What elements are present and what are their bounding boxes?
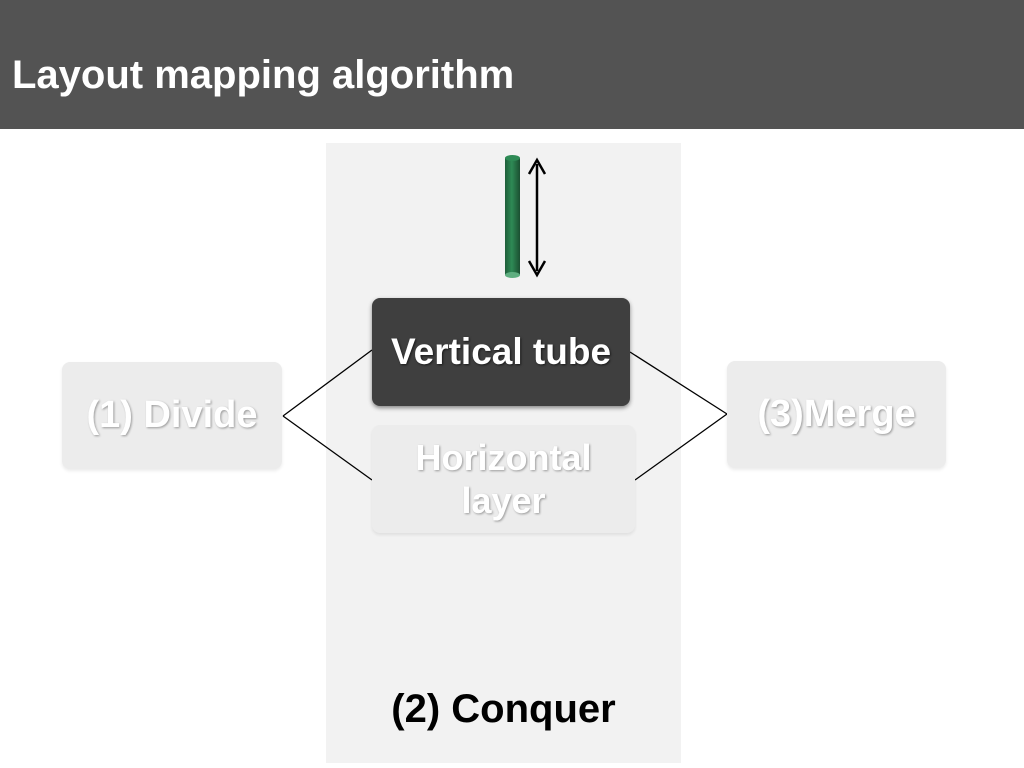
vertical-tube-box: Vertical tube: [372, 298, 630, 406]
vertical-tube-icon: [505, 155, 547, 278]
double-arrow-icon: [527, 157, 547, 278]
divide-step-box: (1) Divide: [62, 362, 282, 469]
merge-step-box: (3)Merge: [727, 361, 946, 468]
horizontal-layer-label: Horizontal layer: [415, 436, 592, 521]
divide-step-label: (1) Divide: [86, 393, 258, 436]
conquer-step-label: (2) Conquer: [391, 687, 616, 731]
slide-header: Layout mapping algorithm: [0, 0, 1024, 129]
vertical-tube-label: Vertical tube: [390, 330, 612, 372]
slide-title: Layout mapping algorithm: [12, 53, 515, 97]
horizontal-layer-box: Horizontal layer: [372, 425, 635, 533]
merge-step-label: (3)Merge: [757, 392, 916, 435]
